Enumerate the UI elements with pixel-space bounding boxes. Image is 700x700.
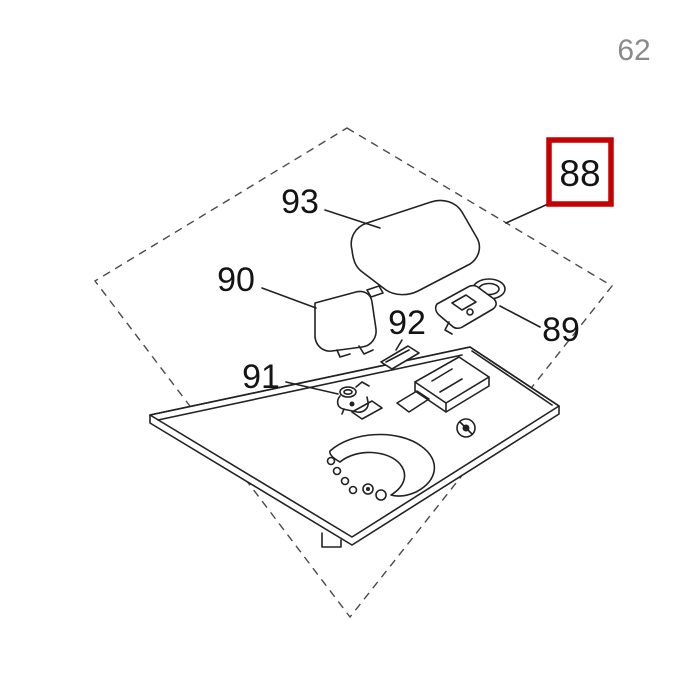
leader-line-93 [324,209,381,229]
part-88-label: 88 [559,153,600,194]
cover-tab [366,285,384,298]
base-plate-mount-pad [351,400,383,420]
part-89-latch [434,278,506,335]
page-number: 62 [617,34,650,67]
leader-line-92 [395,339,403,351]
highlight-callout-88: 88 [546,137,614,207]
base-plate-holes [326,456,387,501]
part-90-label: 90 [217,261,255,299]
part-93-cover [350,199,481,298]
part-92-small-plate [380,345,420,370]
part-92-label: 92 [388,304,426,342]
latch-pin [444,321,453,335]
leader-line-88 [505,203,549,224]
part-base-plate [149,346,560,548]
part-89-label: 89 [542,311,580,349]
base-plate-crescent-cutout [329,433,436,497]
screw-hole-symbol [456,418,476,438]
base-plate-top-face [149,346,560,538]
bracket-tab [358,345,374,355]
base-plate-rim-line [471,350,553,406]
bracket-tab [336,349,351,358]
leader-line-89 [499,305,541,328]
part-93-label: 93 [281,183,319,221]
part-91-label: 91 [242,358,280,396]
base-plate-foot-tab [321,532,342,548]
highlight-box [546,137,614,207]
leader-line-91 [285,381,339,395]
base-plate-silhouette [149,346,560,546]
part-90-bracket [314,290,377,358]
leader-line-90 [261,287,317,309]
part-91-clip [336,381,370,415]
boundary-dashed-outline [93,127,614,619]
base-plate-socket [396,356,490,413]
